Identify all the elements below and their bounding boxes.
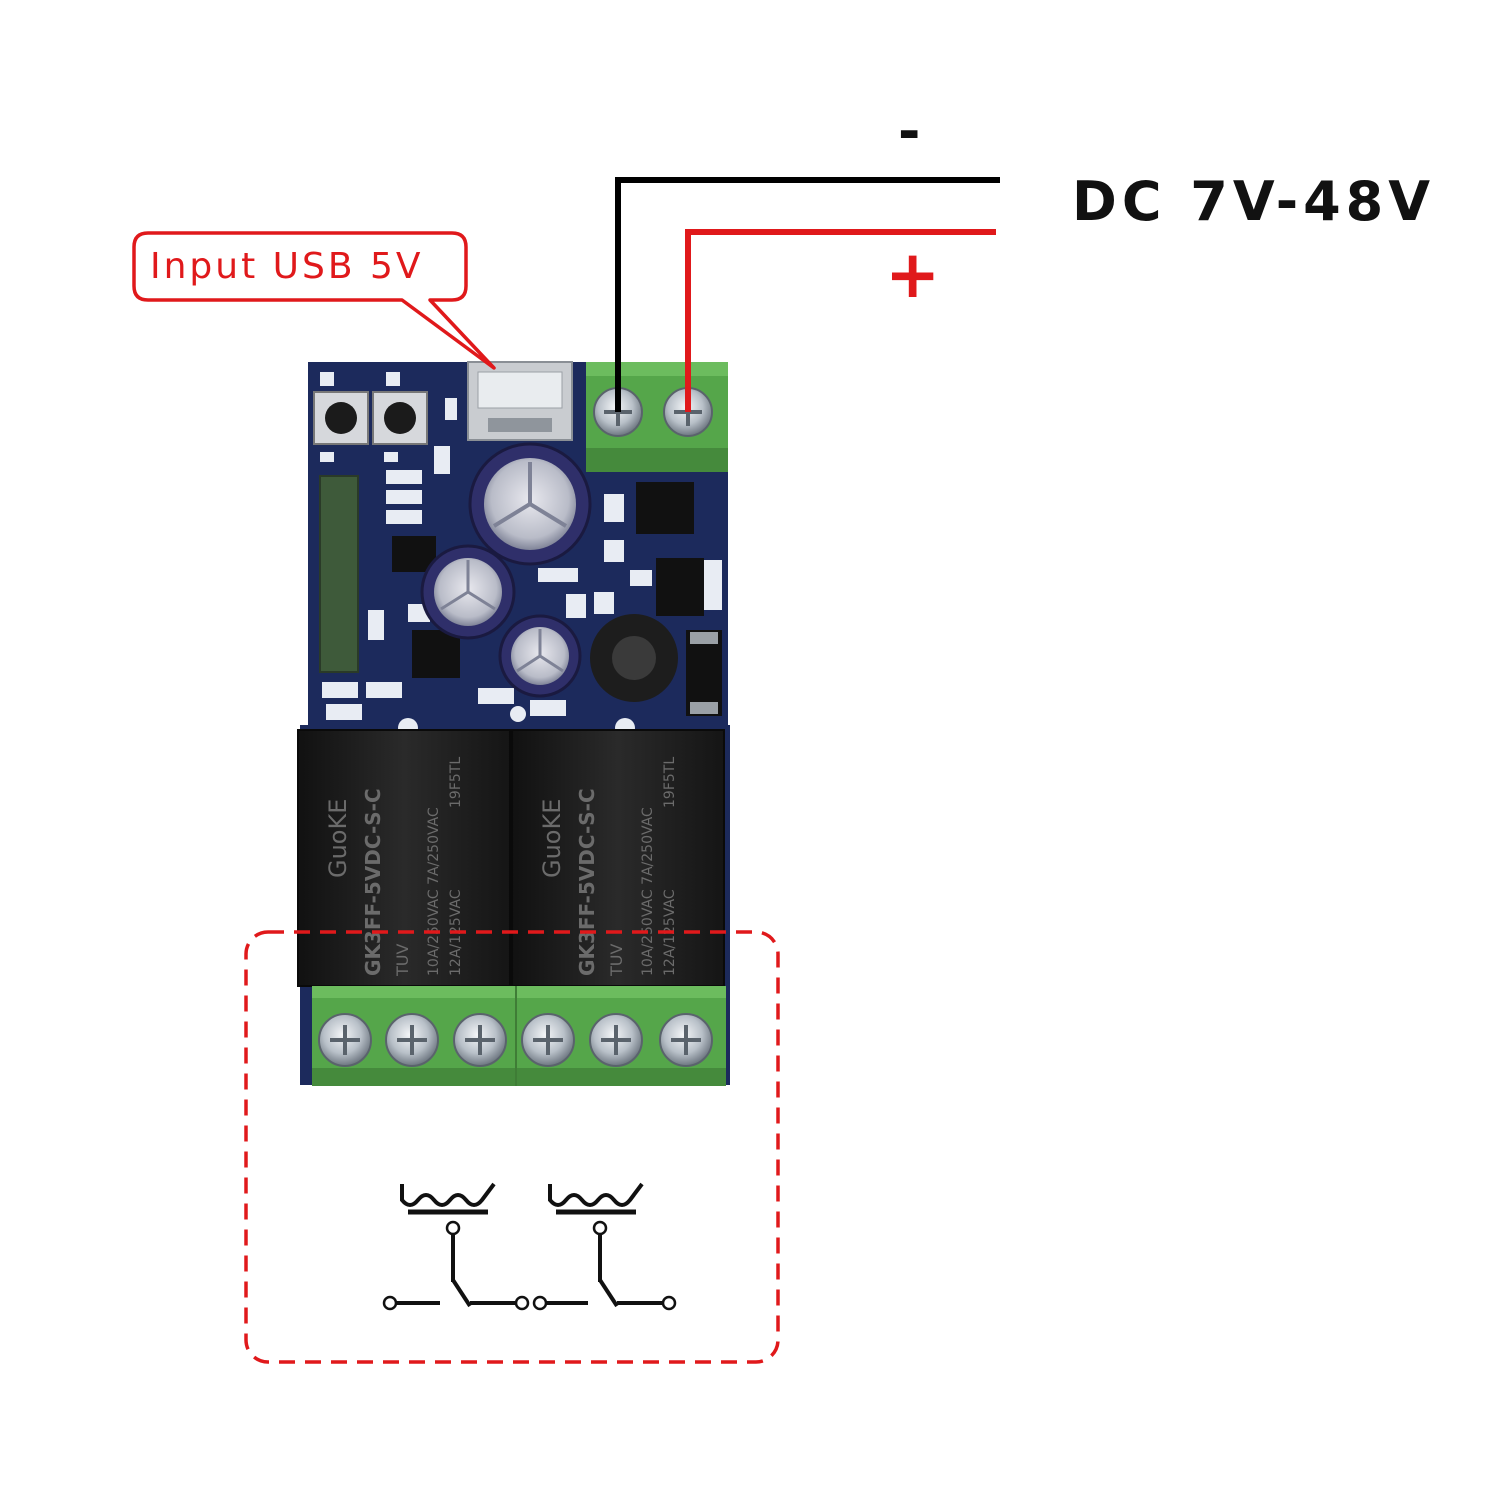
tactile-button-s2[interactable] (372, 391, 428, 445)
relay-1-cert: TUV (393, 944, 412, 977)
relay-1: GuoKE GK3FF-5VDC-S-C TUV 10A/250VAC 7A/2… (297, 729, 511, 987)
output-terminal-screw-6[interactable] (659, 1013, 713, 1067)
relay-symbol-2 (532, 1182, 677, 1311)
relay-1-brand: GuoKE (324, 799, 352, 878)
negative-wire (615, 177, 1000, 412)
output-screws (318, 1013, 713, 1067)
relay-2-cert: TUV (607, 944, 626, 977)
relay-1-batch: 19F5TL (448, 757, 464, 808)
capacitor-large (468, 442, 592, 566)
status-led (445, 398, 457, 420)
output-terminal-screw-5[interactable] (589, 1013, 643, 1067)
relay-1-rating-1: 10A/250VAC 7A/250VAC (426, 807, 442, 976)
output-dashed-box (244, 930, 780, 1364)
capacitor-small (498, 614, 582, 698)
output-terminal-screw-4[interactable] (521, 1013, 575, 1067)
usb-callout-bubble (132, 231, 496, 370)
wireless-module (319, 475, 359, 673)
output-terminal-screw-1[interactable] (318, 1013, 372, 1067)
positive-wire (685, 229, 996, 412)
dc-voltage-label: DC 7V-48V (1072, 170, 1436, 233)
output-terminal-screw-2[interactable] (385, 1013, 439, 1067)
relay-2-brand: GuoKE (538, 799, 566, 878)
relay-symbol-1 (382, 1182, 530, 1311)
relay-2-batch: 19F5TL (662, 757, 678, 808)
relay-2-rating-1: 10A/250VAC 7A/250VAC (640, 807, 656, 976)
usb-callout-label: Input USB 5V (150, 246, 424, 287)
relay-switch-2 (532, 1220, 677, 1311)
power-inductor (590, 614, 678, 702)
micro-usb-port[interactable] (467, 361, 573, 441)
negative-symbol: - (898, 100, 921, 163)
output-terminal-block (312, 986, 726, 1086)
smd-components (322, 446, 722, 720)
tactile-button-s1[interactable] (313, 391, 369, 445)
relay-2-model: GK3FF-5VDC-S-C (575, 788, 599, 976)
relay-2: GuoKE GK3FF-5VDC-S-C TUV 10A/250VAC 7A/2… (511, 729, 725, 987)
relay-1-model: GK3FF-5VDC-S-C (361, 788, 385, 976)
relay-switch-1 (382, 1220, 530, 1311)
silkscreen-switch-labels (320, 372, 400, 462)
positive-symbol: + (885, 236, 941, 313)
relay-coil-1 (400, 1182, 496, 1215)
relay-coil-2 (548, 1182, 644, 1215)
output-terminal-screw-3[interactable] (453, 1013, 507, 1067)
capacitor-mid (420, 544, 516, 640)
